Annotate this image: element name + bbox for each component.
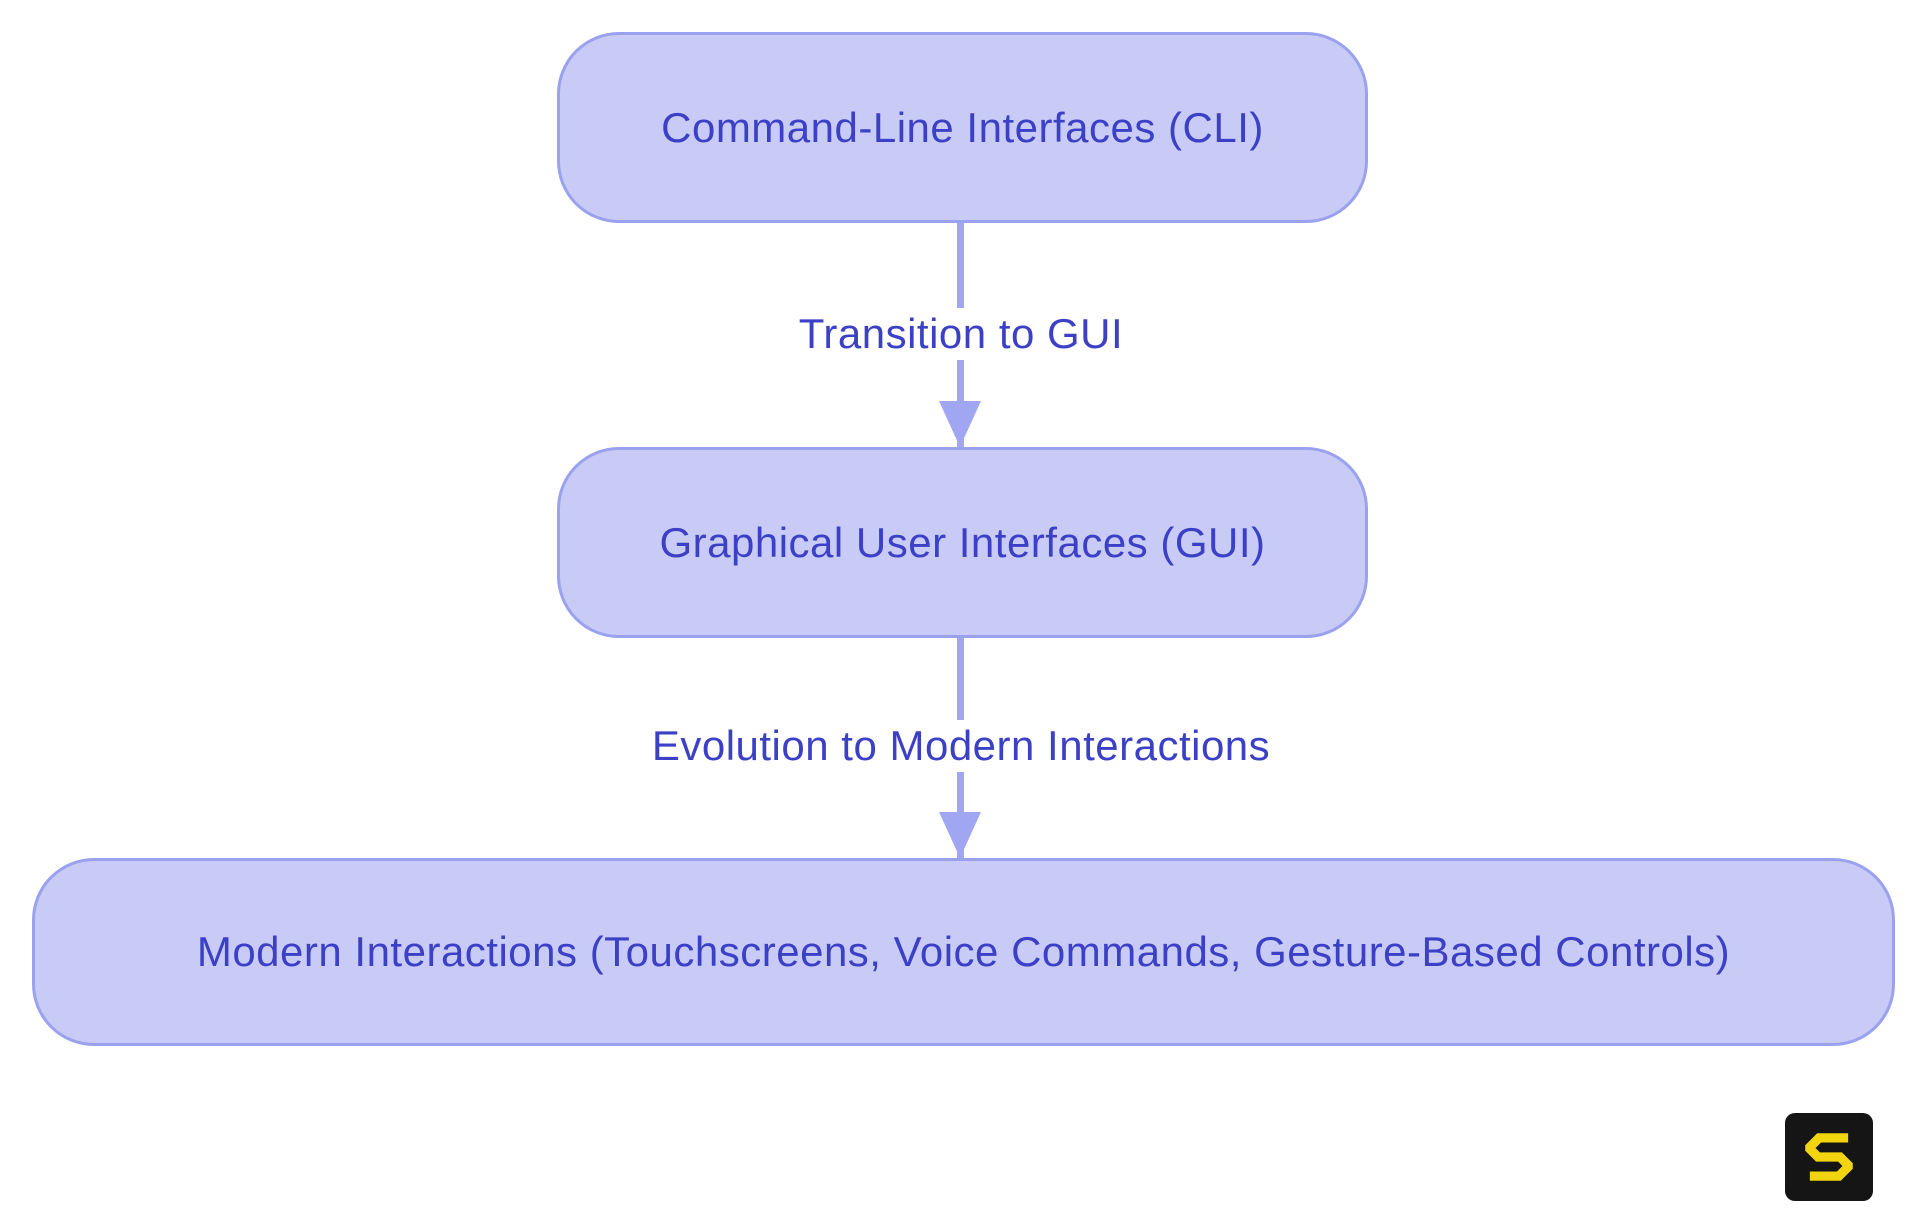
- node-cli-label: Command-Line Interfaces (CLI): [661, 103, 1264, 151]
- edge-cli-to-gui-label: Transition to GUI: [784, 308, 1138, 360]
- node-modern-interactions: Modern Interactions (Touchscreens, Voice…: [32, 858, 1895, 1046]
- node-gui: Graphical User Interfaces (GUI): [557, 447, 1368, 638]
- logo-badge: [1785, 1113, 1873, 1201]
- edge-cli-to-gui-arrowhead-icon: [939, 401, 981, 447]
- edge-gui-to-modern-label: Evolution to Modern Interactions: [637, 720, 1285, 772]
- node-gui-label: Graphical User Interfaces (GUI): [659, 518, 1266, 566]
- node-cli: Command-Line Interfaces (CLI): [557, 32, 1368, 223]
- s-logo-icon: [1805, 1133, 1853, 1181]
- node-modern-interactions-label: Modern Interactions (Touchscreens, Voice…: [196, 928, 1731, 975]
- edge-gui-to-modern-arrowhead-icon: [939, 812, 981, 858]
